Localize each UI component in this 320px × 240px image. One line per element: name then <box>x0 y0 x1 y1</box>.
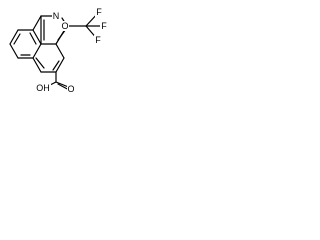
fluorine-top-label: F <box>96 7 102 17</box>
oxygen-label: O <box>61 21 68 31</box>
molecule-structure: N O F F F OH O <box>9 7 108 94</box>
benzene-ring <box>9 29 42 59</box>
fluorine-middle-label: F <box>101 21 107 31</box>
fluorine-lower-label: F <box>95 35 101 45</box>
central-ring <box>32 15 65 73</box>
carbonyl-oxygen-label: O <box>67 84 74 94</box>
atom-labels: N O F F F OH O <box>35 7 108 94</box>
hydroxyl-label: OH <box>36 83 50 93</box>
nitrogen-label: N <box>53 11 60 21</box>
